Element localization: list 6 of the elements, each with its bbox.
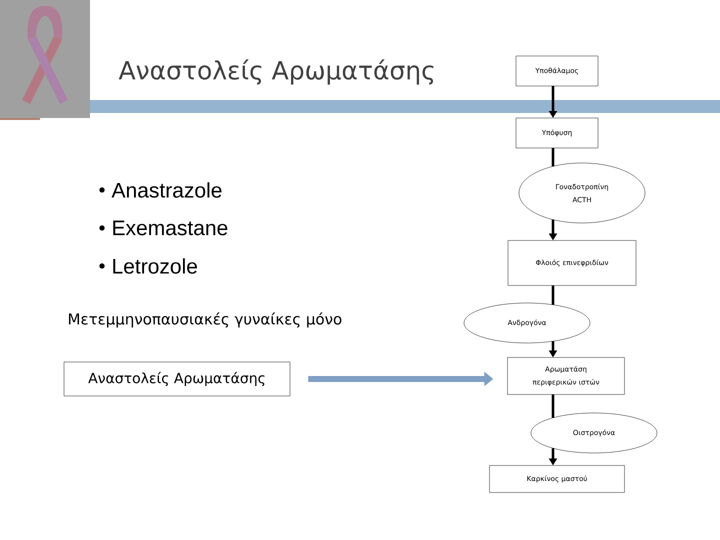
note: Μετεμμηνοπαυσιακές γυναίκες μόνο (69, 312, 342, 328)
inhibitor-box: Αναστολείς Αρωματάσης (64, 362, 290, 396)
list-item: Exemastane (113, 220, 228, 236)
list-item: Anastrazole (112, 182, 222, 198)
list-item: Letrozole (113, 258, 197, 274)
title: Αναστολείς Αρωματάσης (118, 59, 434, 85)
